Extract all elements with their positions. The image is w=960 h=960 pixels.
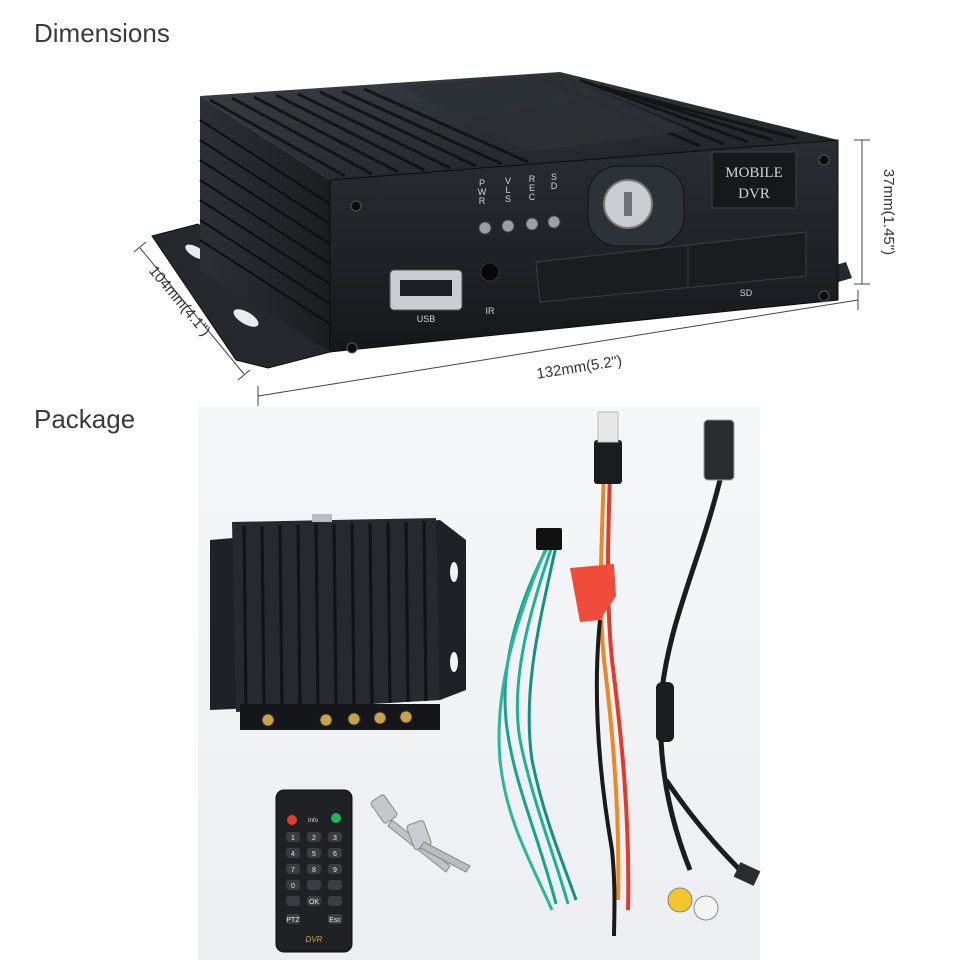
aviation-connector: [703, 419, 735, 481]
usb-label: USB: [417, 314, 436, 324]
pwr-led: [478, 221, 492, 235]
remote-key-3: 3: [333, 835, 337, 842]
remote-key-0: 0: [291, 883, 295, 890]
power-cable: [594, 469, 631, 937]
height-dimension-label: 37mm(1.45"): [880, 169, 897, 255]
remote-control: Info 1 2 3 4 5 6 7: [275, 789, 353, 953]
package-heading: Package: [34, 404, 136, 434]
dimension-lines: [133, 139, 870, 406]
rca-yellow-icon: [667, 887, 693, 913]
dimensions-heading: Dimensions: [34, 18, 170, 48]
rec-led: [525, 217, 539, 231]
remote-info-label: Info: [308, 818, 319, 824]
remote-key-7: 7: [291, 867, 295, 874]
green-harness-connector: [536, 528, 562, 550]
remote-ok-label: OK: [309, 899, 319, 906]
power-cable-connector: [594, 440, 622, 484]
package-dvr-unit: [210, 514, 466, 730]
status-leds: [478, 215, 561, 235]
remote-key-5: 5: [312, 851, 316, 858]
green-wire-harness: [497, 545, 578, 911]
remote-key-9: 9: [333, 867, 337, 874]
remote-key-2: 2: [312, 835, 316, 842]
brand-line-mobile: MOBILE: [725, 165, 783, 181]
remote-key-1: 1: [291, 835, 295, 842]
remote-ptz-label: PTZ: [286, 917, 300, 924]
ir-label: IR: [486, 306, 496, 316]
vls-led: [501, 219, 515, 233]
sd-led: [547, 215, 561, 229]
remote-key-8: 8: [312, 867, 316, 874]
brand-line-dvr: DVR: [738, 186, 770, 202]
fuse-holder-icon: [570, 564, 616, 622]
remote-esc-label: Esc: [329, 917, 341, 924]
remote-key-4: 4: [291, 851, 295, 858]
lock-keys: [370, 794, 471, 873]
remote-brand: DVR: [306, 935, 323, 944]
remote-key-6: 6: [333, 851, 337, 858]
width-dimension-label: 132mm(5.2"): [535, 352, 623, 382]
sd-slot-label: SD: [740, 288, 753, 298]
